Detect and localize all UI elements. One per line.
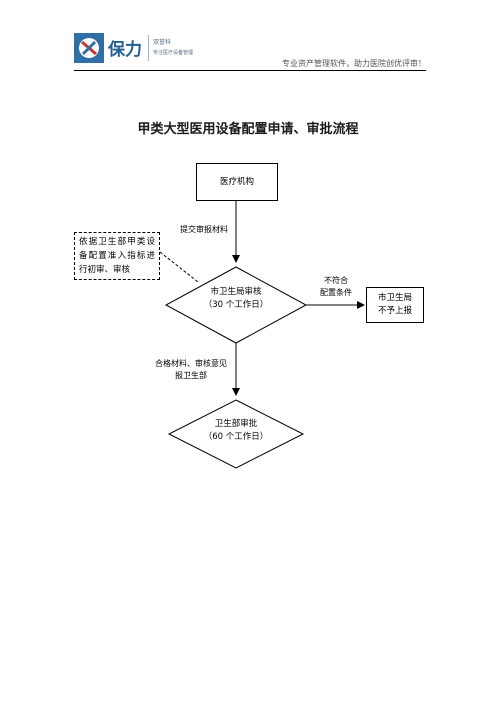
node-ministry-approval-line1: 卫生部审批	[214, 419, 258, 429]
node-city-review: 市卫生局审核 （30 个工作日）	[186, 286, 286, 312]
header-divider	[74, 70, 426, 71]
note-connector	[159, 251, 199, 283]
edge-fail-label: 不符合 配置条件	[310, 275, 362, 299]
edge-fail-label-line2: 配置条件	[320, 288, 352, 297]
page-title: 甲类大型医用设备配置申请、审批流程	[137, 122, 359, 137]
company-logo: 保力 双誉科 专注医疗设备管理	[74, 33, 194, 63]
logo-slogan: 专注医疗设备管理	[153, 50, 194, 56]
node-city-review-line1: 市卫生局审核	[210, 287, 262, 297]
logo-emblem-icon	[74, 33, 104, 63]
node-city-reject-line2: 不予上报	[377, 306, 412, 316]
node-city-review-line2: （30 个工作日）	[203, 300, 269, 310]
header-tagline: 专业资产管理软件，助力医院创优评审！	[282, 59, 426, 68]
criteria-note: 依据卫生部甲类设备配置准入指标进行初审、审核	[74, 232, 160, 280]
edge-pass-label: 合格材料、审核意见 报卫生部	[146, 358, 236, 382]
approve-diamond	[167, 399, 305, 469]
node-medical-institution: 医疗机构	[196, 163, 278, 201]
edge-pass-label-line2: 报卫生部	[175, 371, 207, 380]
node-ministry-approval: 卫生部审批 （60 个工作日）	[186, 418, 286, 444]
criteria-note-text: 依据卫生部甲类设备配置准入指标进行初审、审核	[79, 237, 155, 275]
node-city-reject: 市卫生局 不予上报	[366, 287, 424, 323]
logo-subtitle: 双誉科	[153, 39, 172, 46]
node-medical-institution-label: 医疗机构	[219, 176, 254, 187]
logo-divider	[148, 35, 149, 61]
edge-pass-label-line1: 合格材料、审核意见	[155, 359, 227, 368]
edge-fail-label-line1: 不符合	[324, 276, 348, 285]
node-ministry-approval-line2: （60 个工作日）	[203, 432, 269, 442]
node-city-reject-line1: 市卫生局	[377, 293, 412, 303]
logo-text: 保力	[108, 40, 142, 60]
edge-submit-label: 提交审报材料	[180, 225, 228, 234]
